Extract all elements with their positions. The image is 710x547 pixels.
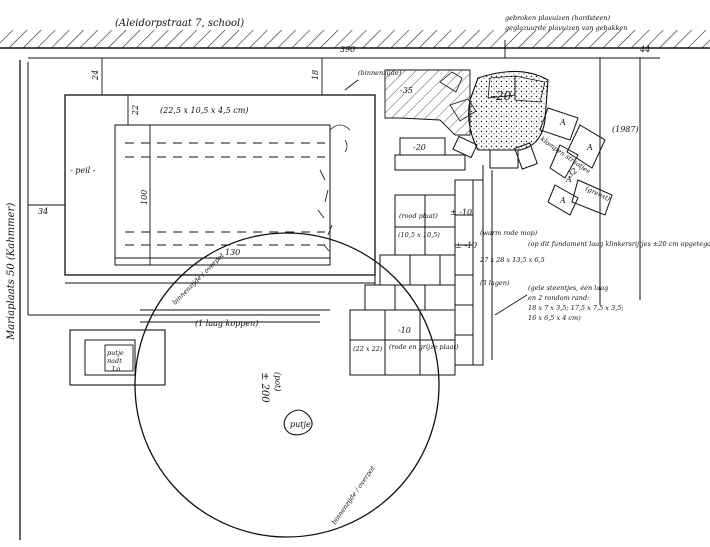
putje-label: putje bbox=[290, 420, 311, 429]
circle-radius-label: ± 200 bbox=[259, 372, 270, 403]
dim-top-length: 390 bbox=[340, 45, 355, 54]
dim-inner-gap: 22 bbox=[131, 105, 140, 116]
dim-top-right: 44 bbox=[639, 45, 650, 54]
koppen-label: (1 laag koppen) bbox=[195, 319, 258, 328]
dotted-stone-area bbox=[439, 70, 549, 151]
geel-note-1: (gele steentjes, één laag bbox=[528, 284, 608, 292]
dim-left-gap: 34 bbox=[38, 207, 48, 216]
level-minus10-b: ± -10 bbox=[455, 241, 477, 250]
stone-letter-1: A bbox=[559, 118, 566, 127]
binnenzijde-top-label: (binnenzijde) bbox=[358, 69, 402, 77]
peil-label: - peil - bbox=[70, 166, 96, 175]
tile-label-3: (22 x 22) bbox=[353, 345, 383, 353]
stone-slabs-right bbox=[539, 107, 613, 216]
geel-note-2: en 2 rondom rand: bbox=[528, 294, 589, 302]
dim-height-100: 100 bbox=[140, 190, 149, 205]
dim-building-top-gap: 24 bbox=[91, 70, 100, 81]
year-label: (1987) bbox=[612, 125, 639, 134]
stone-letter-2: A bbox=[586, 143, 593, 152]
warm-size: 27 x 28 x 13,5 x 6,5 bbox=[479, 256, 545, 264]
putje-drop-shape bbox=[283, 409, 313, 436]
right-boundary bbox=[599, 58, 641, 305]
top-street-label: (Aleidorpstraat 7, school) bbox=[115, 18, 244, 29]
level-minus20-top: -20 bbox=[492, 89, 512, 103]
top-street-band bbox=[0, 30, 710, 49]
dimension-marks bbox=[28, 58, 330, 265]
tile-label-2: (10,5 x 10,5) bbox=[398, 231, 440, 239]
warm-layers: (3 lagen) bbox=[480, 279, 510, 287]
top-right-note-2: geglazuurde plavuizen van gebakken bbox=[505, 24, 627, 32]
pot-circle bbox=[134, 232, 440, 538]
brick-blocks bbox=[394, 135, 538, 171]
koppen-band bbox=[28, 309, 330, 323]
right-label-1: klompen straatjes bbox=[539, 135, 592, 176]
dim-gap-18: 18 bbox=[311, 70, 320, 80]
left-street-boundary bbox=[19, 60, 29, 540]
geel-note-3: 18 x 7 x 3,5; 17,5 x 7,5 x 3,5; bbox=[528, 304, 624, 312]
tile-grid bbox=[349, 165, 493, 376]
pointer-lines bbox=[344, 40, 528, 316]
right-label-2: (grenst) bbox=[584, 185, 612, 204]
stone-letter-4: A bbox=[559, 196, 566, 205]
hatched-area bbox=[384, 69, 471, 136]
warm-label: (warm rode mop) bbox=[480, 229, 538, 237]
level-minus10-c: -10 bbox=[398, 326, 411, 335]
pot-label: (pot) bbox=[273, 372, 282, 391]
level-minus20-left: -20 bbox=[413, 143, 426, 152]
top-right-note-1: gebroken plavuizen (hardsteen) bbox=[505, 14, 610, 22]
geel-note-4: 16 x 6,5 x 4 cm) bbox=[528, 314, 581, 322]
dim-130: 130 bbox=[225, 248, 240, 257]
left-street-label: Mariaplaats 50 (Kahmmer) bbox=[6, 203, 17, 341]
putje-box-line3: Lo bbox=[111, 365, 120, 373]
main-foundation bbox=[64, 94, 376, 284]
putje-box-line2: nadt bbox=[107, 357, 122, 365]
level-minus10-a: ± -10 bbox=[450, 208, 472, 217]
tile-label-4: (rode en grijze plaat) bbox=[389, 343, 459, 351]
fundament-note: (op dit fundament laag klinkersrijtjes ±… bbox=[528, 240, 710, 248]
putje-box-line1: putje bbox=[107, 349, 124, 357]
brick-size-label: (22,5 x 10,5 x 4,5 cm) bbox=[160, 106, 248, 115]
putje-box bbox=[69, 329, 166, 386]
circle-inner-label-bottom: binnenzijde / overpot bbox=[330, 464, 377, 526]
stone-letter-3: A bbox=[565, 175, 572, 184]
dim-35: -35 bbox=[400, 86, 413, 95]
tile-label-1: (rood plaat) bbox=[399, 212, 438, 220]
